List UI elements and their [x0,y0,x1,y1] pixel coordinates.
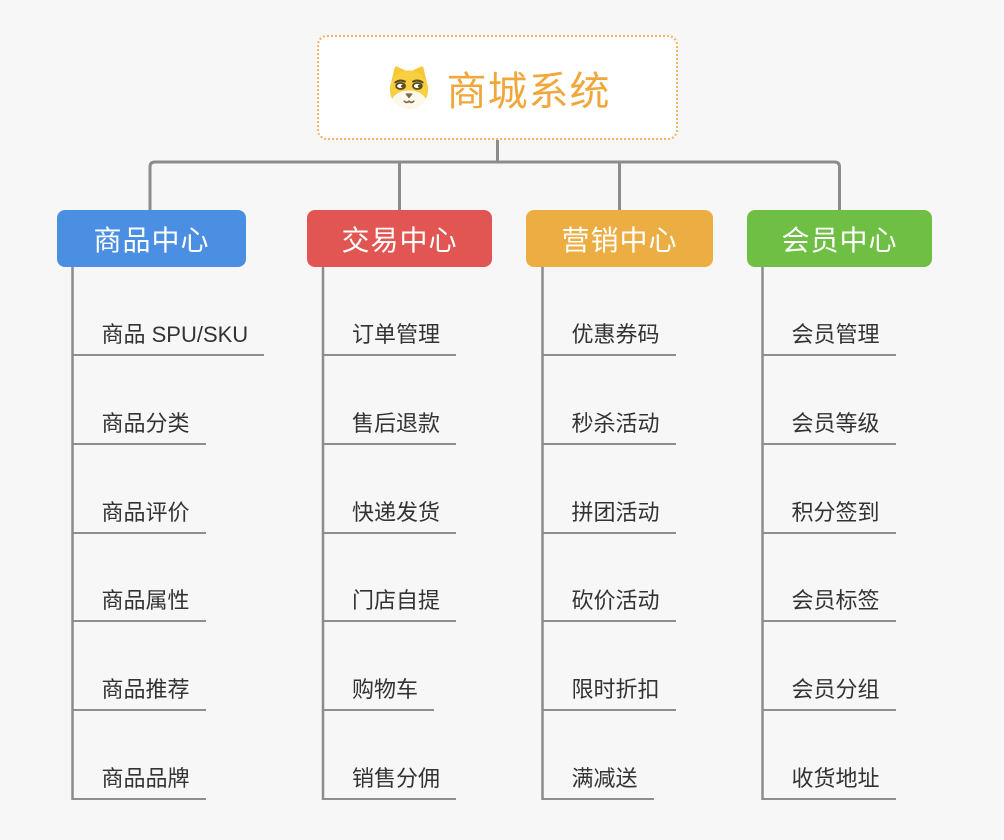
branch-topic-marketing-center[interactable]: 营销中心 [526,210,713,267]
leaf-topic[interactable]: 购物车 [322,676,435,712]
leaf-topic[interactable]: 限时折扣 [541,676,676,712]
leaf-column-product-center: 商品 SPU/SKU 商品分类 商品评价 商品属性 商品推荐 商品品牌 [71,321,265,800]
branch-topic-member-center[interactable]: 会员中心 [747,210,932,267]
leaf-topic[interactable]: 商品品牌 [71,765,206,800]
leaf-topic[interactable]: 秒杀活动 [541,410,676,445]
leaf-topic[interactable]: 拼团活动 [541,499,676,534]
leaf-topic[interactable]: 会员分组 [761,676,896,712]
leaf-topic[interactable]: 商品评价 [71,499,206,534]
leaf-topic[interactable]: 满减送 [541,765,654,800]
leaf-topic[interactable]: 会员管理 [761,321,896,356]
leaf-topic[interactable]: 商品分类 [71,410,206,445]
leaf-topic[interactable]: 订单管理 [322,321,457,356]
leaf-topic[interactable]: 商品属性 [71,587,206,623]
branch-topic-label: 商品中心 [93,224,210,256]
leaf-column-member-center: 会员管理 会员等级 积分签到 会员标签 会员分组 收货地址 [761,321,896,800]
leaf-topic[interactable]: 会员标签 [761,587,896,623]
leaf-topic[interactable]: 砍价活动 [541,587,676,623]
doge-mascot-icon [389,65,428,109]
leaf-topic[interactable]: 积分签到 [761,499,896,534]
branch-topic-label: 交易中心 [341,224,458,256]
branch-topic-trade-center[interactable]: 交易中心 [307,210,492,267]
leaf-topic[interactable]: 收货地址 [761,765,896,800]
leaf-topic[interactable]: 快递发货 [322,499,457,534]
branch-topic-product-center[interactable]: 商品中心 [57,210,246,267]
leaf-column-marketing-center: 优惠券码 秒杀活动 拼团活动 砍价活动 限时折扣 满减送 [541,321,676,800]
branch-topic-label: 营销中心 [561,224,678,256]
leaf-topic[interactable]: 会员等级 [761,410,896,445]
leaf-topic[interactable]: 优惠券码 [541,321,676,356]
root-topic-label: 商城系统 [446,69,611,114]
leaf-column-trade-center: 订单管理 售后退款 快递发货 门店自提 购物车 销售分佣 [322,321,457,800]
leaf-topic[interactable]: 商品推荐 [71,676,206,712]
leaf-topic[interactable]: 商品 SPU/SKU [71,321,265,356]
leaf-topic[interactable]: 门店自提 [322,587,457,623]
root-topic[interactable]: 商城系统 [317,35,678,140]
branch-topic-label: 会员中心 [781,224,898,256]
leaf-topic[interactable]: 售后退款 [322,410,457,445]
leaf-topic[interactable]: 销售分佣 [322,765,457,800]
